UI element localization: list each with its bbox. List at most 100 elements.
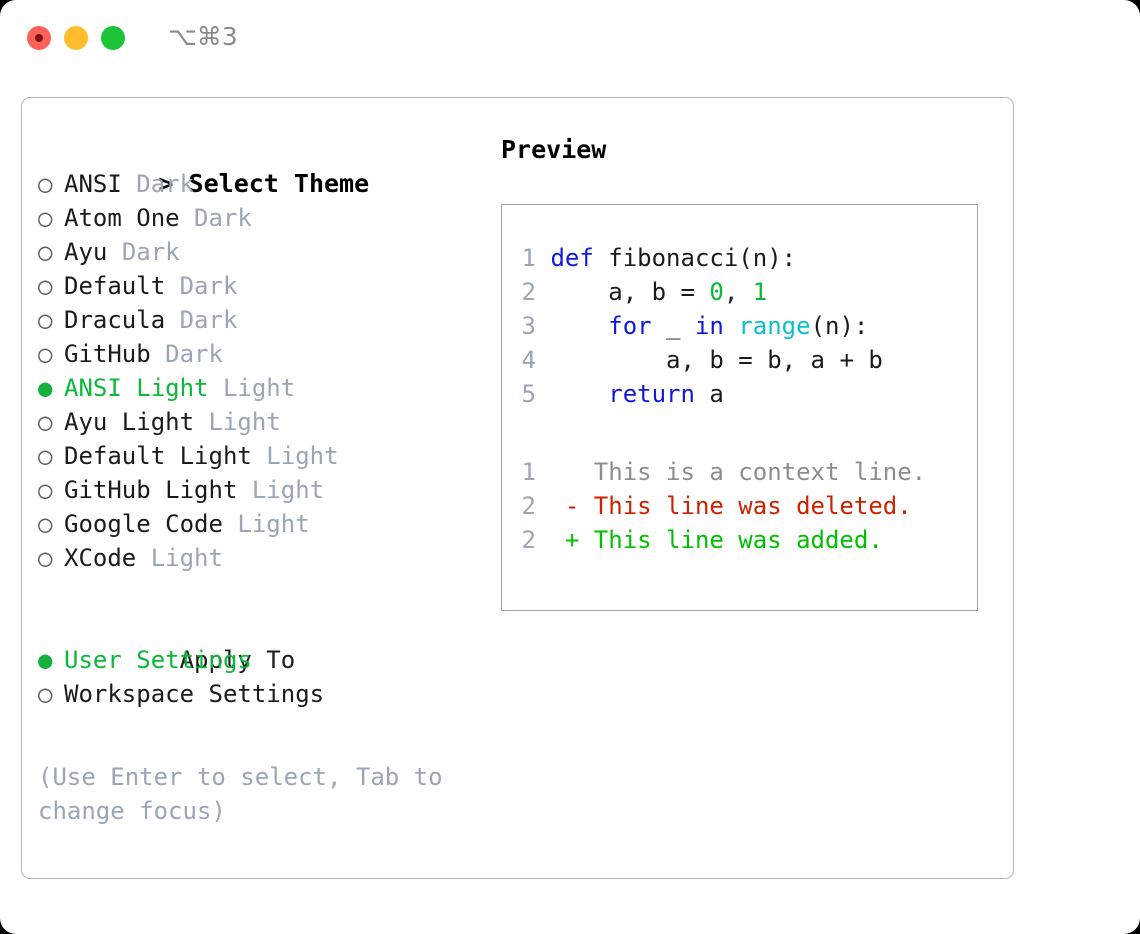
- code-token-plain: ,: [723, 278, 753, 306]
- theme-option-name: GitHub Light: [64, 476, 238, 504]
- theme-option-ansi-light[interactable]: ● ANSI Light Light: [38, 371, 498, 405]
- code-token-plain: a: [694, 380, 724, 408]
- theme-option-github-light[interactable]: ○ GitHub Light Light: [38, 473, 498, 507]
- theme-option-kind: Light: [251, 476, 325, 504]
- theme-selection-list: > Select Theme ○ANSI Dark○Atom One Dark○…: [38, 133, 498, 711]
- code-line: 4 a, b = b, a + b: [514, 343, 964, 377]
- apply-to-header: ○Apply To: [38, 609, 498, 674]
- theme-option-google-code[interactable]: ○ Google Code Light: [38, 507, 498, 541]
- theme-option-name: Ayu Light: [64, 408, 195, 436]
- diff-line-add: 2 + This line was added.: [514, 523, 964, 557]
- diff-line-number: 2: [521, 492, 536, 520]
- diff-line-text: + This line was added.: [536, 526, 883, 554]
- text-space: [209, 374, 223, 402]
- content-panel: > Select Theme ○ANSI Dark○Atom One Dark○…: [21, 97, 1014, 879]
- theme-option-kind: Light: [222, 374, 296, 402]
- radio-unselected-icon[interactable]: ○: [38, 204, 53, 232]
- code-line: 2 a, b = 0, 1: [514, 275, 964, 309]
- text-space: [237, 476, 251, 504]
- text-space: [107, 238, 121, 266]
- diff-line-number: 2: [521, 526, 536, 554]
- radio-unselected-icon[interactable]: ○: [38, 510, 53, 538]
- minimize-button-icon[interactable]: [64, 26, 88, 50]
- theme-option-name: Default Light: [64, 442, 252, 470]
- theme-option-ayu[interactable]: ○Ayu Dark: [38, 235, 498, 269]
- theme-option-default[interactable]: ○Default Dark: [38, 269, 498, 303]
- radio-unselected-icon[interactable]: ○: [38, 272, 53, 300]
- text-space: [165, 306, 179, 334]
- text-space: [122, 170, 136, 198]
- theme-option-name: Ayu: [64, 238, 108, 266]
- theme-option-github[interactable]: ○GitHub Dark: [38, 337, 498, 371]
- radio-unselected-icon[interactable]: ○: [38, 544, 53, 572]
- code-token-kw: def: [550, 244, 594, 272]
- radio-selected-icon[interactable]: ●: [38, 646, 53, 674]
- theme-option-name: Default: [64, 272, 166, 300]
- maximize-button-icon[interactable]: [101, 26, 125, 50]
- text-space: [536, 346, 550, 374]
- theme-list-header-label: Select Theme: [188, 169, 370, 198]
- text-space: [252, 442, 266, 470]
- theme-option-kind: Light: [266, 442, 339, 470]
- theme-option-name: Dracula: [64, 306, 166, 334]
- keyboard-hint-text: (Use Enter to select, Tab to change focu…: [38, 763, 458, 825]
- radio-unselected-icon[interactable]: ○: [38, 408, 53, 436]
- theme-option-name: Google Code: [64, 510, 223, 538]
- code-token-plain: [724, 312, 738, 340]
- text-space: [180, 204, 194, 232]
- apply-to-header-label: Apply To: [179, 646, 296, 674]
- theme-option-name: GitHub: [64, 340, 151, 368]
- radio-unselected-icon[interactable]: ○: [38, 680, 53, 708]
- code-line-number: 5: [521, 380, 536, 408]
- code-token-plain: fibonacci(n):: [593, 244, 797, 272]
- preview-header: Preview: [501, 133, 606, 167]
- code-line: 5 return a: [514, 377, 964, 411]
- caret-prefix: >: [158, 169, 174, 198]
- code-diff-gap: [514, 411, 964, 455]
- code-token-kw: in: [694, 312, 724, 340]
- theme-option-xcode[interactable]: ○XCode Light: [38, 541, 498, 575]
- theme-list-header: > Select Theme: [38, 133, 498, 198]
- apply-to-option-workspace-settings[interactable]: ○Workspace Settings: [38, 677, 498, 711]
- close-button-icon[interactable]: [27, 26, 51, 50]
- theme-option-dracula[interactable]: ○Dracula Dark: [38, 303, 498, 337]
- text-space: [536, 380, 550, 408]
- radio-unselected-icon[interactable]: ○: [38, 306, 53, 334]
- title-bar: ⌥⌘3: [0, 0, 1140, 78]
- theme-option-default-light[interactable]: ○ Default Light Light: [38, 439, 498, 473]
- radio-unselected-icon[interactable]: ○: [38, 476, 53, 504]
- apply-to-option-name: User Settings: [64, 646, 252, 674]
- code-line: 1 def fibonacci(n):: [514, 241, 964, 275]
- radio-selected-icon[interactable]: ●: [38, 374, 53, 402]
- radio-unselected-icon[interactable]: ○: [38, 442, 53, 470]
- code-token-plain: a, b =: [550, 278, 710, 306]
- radio-unselected-icon[interactable]: ○: [38, 340, 53, 368]
- text-space: [151, 340, 165, 368]
- text-space: [194, 408, 208, 436]
- theme-option-ayu-light[interactable]: ○Ayu Light Light: [38, 405, 498, 439]
- theme-option-kind: Light: [237, 510, 310, 538]
- theme-option-atom-one[interactable]: ○Atom One Dark: [38, 201, 498, 235]
- radio-unselected-icon[interactable]: ○: [38, 170, 53, 198]
- text-space: [536, 244, 550, 272]
- diff-line-number: 1: [521, 458, 536, 486]
- theme-option-name: ANSI: [64, 170, 122, 198]
- preview-title-label: Preview: [501, 135, 607, 164]
- code-token-fn: range: [738, 312, 811, 340]
- code-token-plain: [550, 380, 608, 408]
- theme-option-ansi[interactable]: ○ ANSI Dark: [38, 167, 498, 201]
- theme-option-kind: Dark: [136, 170, 195, 198]
- code-line-number: 1: [521, 244, 536, 272]
- apply-to-rows: ● User Settings ○Workspace Settings: [38, 643, 498, 711]
- theme-rows: ○ANSI Dark○Atom One Dark○Ayu Dark○Defaul…: [38, 167, 498, 575]
- code-token-kw: for: [608, 312, 652, 340]
- radio-unselected-icon[interactable]: ○: [38, 238, 53, 266]
- code-token-kw: return: [608, 380, 695, 408]
- keyboard-shortcut-label: ⌥⌘3: [168, 22, 238, 51]
- theme-option-name: ANSI Light: [64, 374, 209, 402]
- list-gap: [38, 575, 498, 609]
- apply-to-option-user-settings[interactable]: ● User Settings: [38, 643, 498, 677]
- text-space: [136, 544, 150, 572]
- code-token-plain: [550, 312, 608, 340]
